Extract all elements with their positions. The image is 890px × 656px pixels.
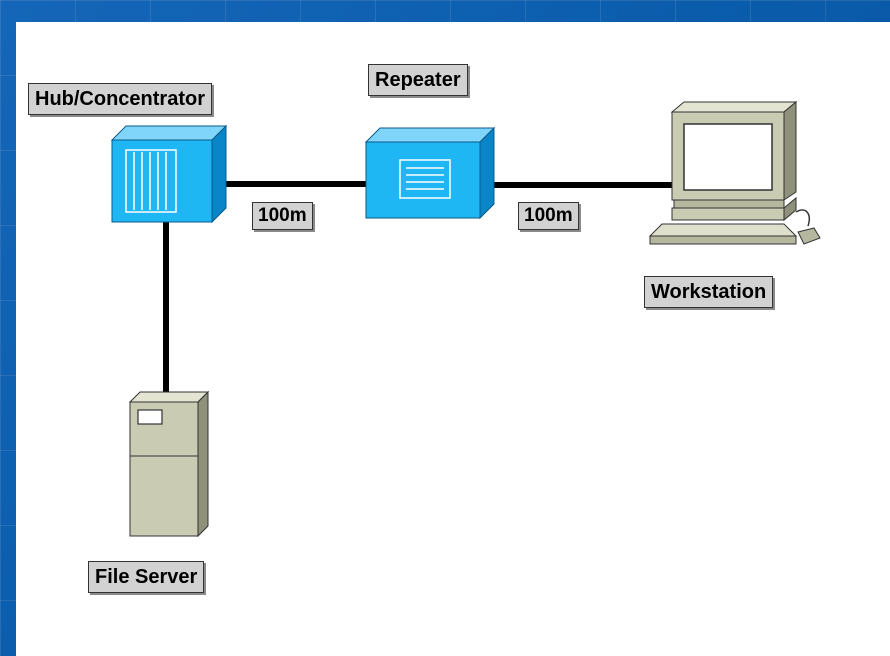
workstation-label: Workstation [644,276,774,308]
file-server-label: File Server [88,561,205,593]
repeater-label: Repeater [368,64,468,96]
hub-label: Hub/Concentrator [28,83,212,115]
workstation-icon [648,100,821,245]
repeater-icon [364,126,496,220]
link-length-hub-repeater: 100m [252,202,313,230]
link-length-repeater-workstation: 100m [518,202,579,230]
server-tower-icon [128,390,210,538]
hub-icon [110,124,228,224]
